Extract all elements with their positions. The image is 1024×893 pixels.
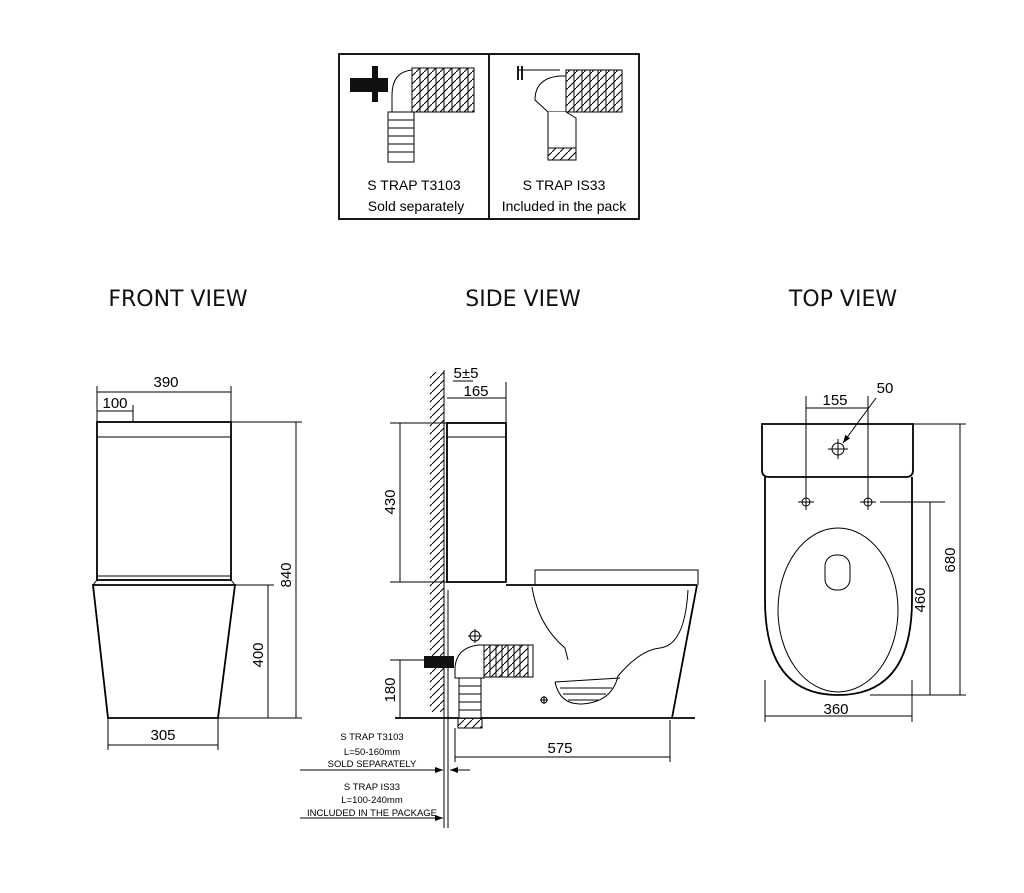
- note-line: L=100-240mm: [341, 795, 403, 806]
- top-dim-width: 360: [823, 701, 848, 718]
- top-view-title: TOP VIEW: [788, 287, 897, 312]
- trap-is33-note-block: S TRAP IS33 L=100-240mm INCLUDED IN THE …: [307, 782, 437, 819]
- side-dim-depth: 575: [547, 740, 572, 757]
- note-line: L=50-160mm: [344, 747, 400, 758]
- note-line: SOLD SEPARATELY: [328, 759, 417, 770]
- side-dim-tank-height: 430: [382, 489, 399, 514]
- trap-t3103-name: S TRAP T3103: [367, 177, 461, 193]
- trap-is33-name: S TRAP IS33: [523, 177, 606, 193]
- front-dim-width-top: 390: [153, 374, 178, 391]
- front-dim-height-bowl: 400: [250, 642, 267, 667]
- front-dim-width-base: 305: [150, 727, 175, 744]
- front-dim-offset: 100: [102, 395, 127, 412]
- top-dim-depth-bowl: 460: [912, 587, 929, 612]
- trap-t3103-note: Sold separately: [368, 198, 465, 214]
- side-view-drawing: [300, 370, 699, 828]
- note-line: S TRAP T3103: [340, 732, 403, 743]
- trap-is33-illustration: [517, 66, 623, 161]
- side-dim-gap: 5±5: [454, 365, 479, 382]
- note-line: INCLUDED IN THE PACKAGE: [307, 808, 437, 819]
- front-dim-height-total: 840: [278, 562, 295, 587]
- trap-t3103-note-block: S TRAP T3103 L=50-160mm SOLD SEPARATELY: [328, 732, 417, 770]
- front-view-title: FRONT VIEW: [108, 287, 248, 312]
- top-dim-depth-total: 680: [942, 547, 959, 572]
- side-dim-outlet-height: 180: [382, 677, 399, 702]
- top-dim-hole-diameter: 50: [877, 380, 894, 397]
- side-dim-tank-depth: 165: [463, 383, 488, 400]
- top-view-drawing: [761, 396, 966, 722]
- front-view-drawing: [91, 386, 302, 750]
- trap-is33-note: Included in the pack: [502, 198, 628, 214]
- side-view-title: SIDE VIEW: [465, 287, 581, 312]
- top-dim-hole-spacing: 155: [822, 392, 847, 409]
- note-line: S TRAP IS33: [344, 782, 400, 793]
- trap-comparison-box: S TRAP T3103 Sold separately S TRAP IS33…: [338, 53, 640, 220]
- trap-t3103-illustration: [350, 66, 475, 163]
